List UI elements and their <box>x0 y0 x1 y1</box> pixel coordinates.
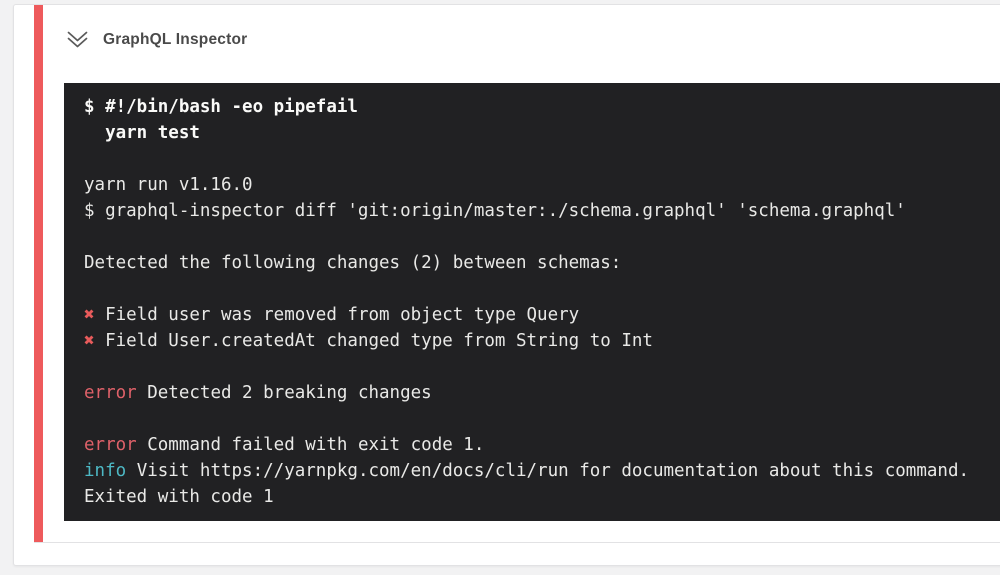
double-chevron-down-icon[interactable] <box>64 28 91 52</box>
terminal-output: $ #!/bin/bash -eo pipefail yarn test yar… <box>64 83 1000 521</box>
terminal-line <box>84 276 990 302</box>
step-title: GraphQL Inspector <box>103 31 248 48</box>
terminal-segment-error: error <box>84 383 137 403</box>
terminal-segment: $ #!/bin/bash -eo pipefail <box>84 97 358 117</box>
terminal-line <box>84 354 990 380</box>
failed-step-accent-bar <box>34 5 43 542</box>
terminal-line: $ #!/bin/bash -eo pipefail <box>84 94 990 120</box>
section-divider <box>34 542 1000 543</box>
terminal-segment: Detected the following changes (2) betwe… <box>84 253 622 273</box>
terminal-segment-error: error <box>84 435 137 455</box>
terminal-line <box>84 224 990 250</box>
step-header[interactable]: GraphQL Inspector <box>64 28 247 52</box>
terminal-line: $ graphql-inspector diff 'git:origin/mas… <box>84 198 990 224</box>
terminal-segment: Detected 2 breaking changes <box>136 383 432 403</box>
terminal-segment: Field User.createdAt changed type from S… <box>94 331 653 351</box>
terminal-segment-info: info <box>84 461 127 481</box>
terminal-line: error Command failed with exit code 1. <box>84 432 990 458</box>
terminal-line: ✖ Field User.createdAt changed type from… <box>84 328 990 354</box>
terminal-line: Exited with code 1 <box>84 484 990 510</box>
terminal-segment: Exited with code 1 <box>84 487 274 507</box>
terminal-line: ✖ Field user was removed from object typ… <box>84 302 990 328</box>
terminal-line: yarn test <box>84 120 990 146</box>
terminal-segment: Command failed with exit code 1. <box>136 435 485 455</box>
terminal-line: error Detected 2 breaking changes <box>84 380 990 406</box>
terminal-segment: $ graphql-inspector diff 'git:origin/mas… <box>84 201 906 221</box>
terminal-line: Detected the following changes (2) betwe… <box>84 250 990 276</box>
terminal-line <box>84 146 990 172</box>
terminal-line: yarn run v1.16.0 <box>84 172 990 198</box>
terminal-segment: yarn run v1.16.0 <box>84 175 253 195</box>
terminal-segment: Field user was removed from object type … <box>94 305 580 325</box>
terminal-line: info Visit https://yarnpkg.com/en/docs/c… <box>84 458 990 484</box>
terminal-segment-mark: ✖ <box>84 305 95 325</box>
terminal-line <box>84 406 990 432</box>
build-step-card: GraphQL Inspector $ #!/bin/bash -eo pipe… <box>13 4 1000 566</box>
terminal-segment: yarn test <box>84 123 200 143</box>
terminal-segment: Visit https://yarnpkg.com/en/docs/cli/ru… <box>126 461 970 481</box>
terminal-segment-mark: ✖ <box>84 331 95 351</box>
